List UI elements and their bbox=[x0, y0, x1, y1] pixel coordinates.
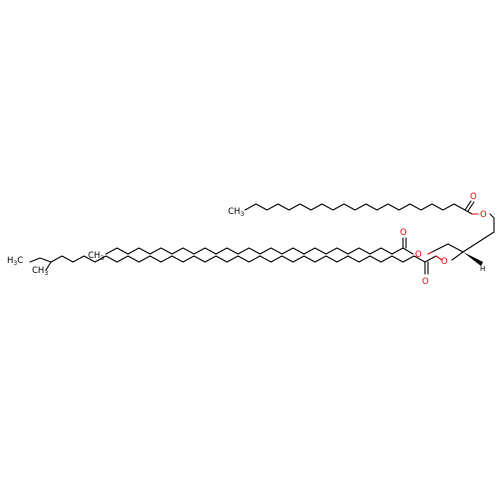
stereo-wedge bbox=[463, 252, 483, 266]
glycerol-c3-o bbox=[431, 243, 449, 253]
o-ester-1-label: O bbox=[480, 210, 487, 220]
ester-2-bond-o bbox=[427, 251, 433, 255]
ester-1-bond-ch2 bbox=[489, 213, 495, 219]
ch3-label-branch: CH3 bbox=[32, 266, 48, 277]
chain-1-backbone bbox=[244, 203, 466, 211]
carbonyl-1-bond-b bbox=[467, 201, 475, 212]
chain-3-branch bbox=[29, 257, 52, 263]
ester-3-bond-c bbox=[424, 255, 437, 263]
ester-2-bond-c bbox=[402, 247, 414, 255]
h-stereo-label: H bbox=[480, 265, 485, 273]
ester-1-bond-c bbox=[464, 209, 473, 215]
glycerol-c2-c3 bbox=[447, 243, 464, 253]
glycerol-c2-o bbox=[451, 251, 464, 261]
o-carbonyl-3-label: O bbox=[422, 277, 429, 287]
chain-2-backbone bbox=[105, 247, 404, 255]
o-ester-2-label: O bbox=[415, 250, 422, 260]
o-carbonyl-1-label: O bbox=[470, 192, 477, 202]
chain-3-methyl-branch bbox=[45, 261, 52, 271]
h3c-label: H3C bbox=[7, 256, 23, 267]
o-ester-3-label: O bbox=[441, 257, 448, 267]
ch3-label-mid: CH3 bbox=[88, 251, 104, 262]
o-carbonyl-2-label: O bbox=[400, 228, 407, 238]
chain-3-backbone bbox=[50, 255, 426, 263]
ch3-label-top: CH3 bbox=[228, 207, 244, 218]
carbonyl-1-bond-a bbox=[464, 200, 472, 211]
glycerol-c1-c2 bbox=[462, 231, 495, 253]
ester-3-bond-o bbox=[435, 255, 443, 261]
